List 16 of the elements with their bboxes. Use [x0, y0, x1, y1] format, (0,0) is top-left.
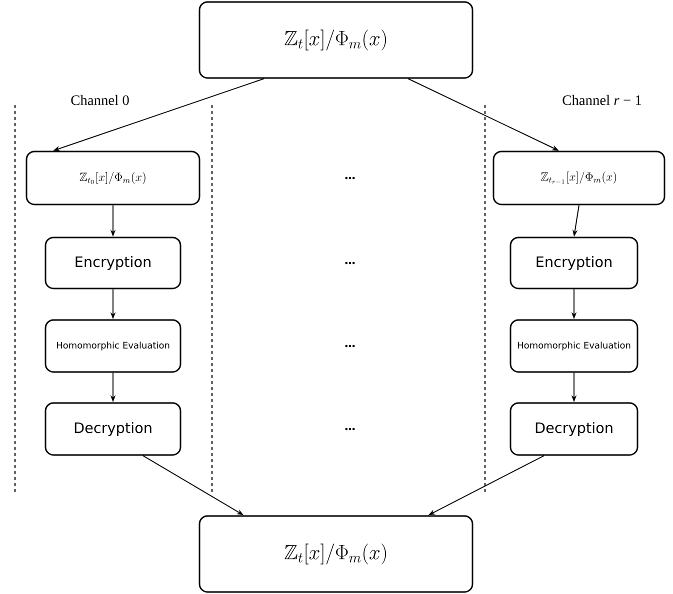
ellipsis: ... — [345, 344, 355, 348]
ellipsis: ... — [345, 428, 355, 430]
process-box: Homomorphic Evaluation — [44, 319, 182, 373]
process-box: Encryption — [510, 236, 638, 290]
formula-box: $\mathbb{Z}_t[x]/\Phi_m(x)$ — [198, 1, 474, 79]
process-box: Decryption — [44, 402, 182, 456]
formula-box: $\mathbb{Z}_t[x]/\Phi_m(x)$ — [198, 515, 474, 593]
formula-box: $\mathbb{Z}_{t_0}[x]/\Phi_m(x)$ — [26, 150, 200, 206]
process-box: Encryption — [44, 236, 182, 290]
formula-box: $\mathbb{Z}_{t_{r-1}}[x]/\Phi_m(x)$ — [492, 150, 666, 206]
ellipsis: ... — [345, 176, 355, 180]
ellipsis: ... — [345, 262, 355, 264]
process-box: Homomorphic Evaluation — [510, 319, 638, 373]
channel-label: Channel r − 1 — [562, 94, 641, 106]
process-box: Decryption — [510, 402, 638, 456]
channel-label: Channel 0 — [71, 94, 129, 106]
